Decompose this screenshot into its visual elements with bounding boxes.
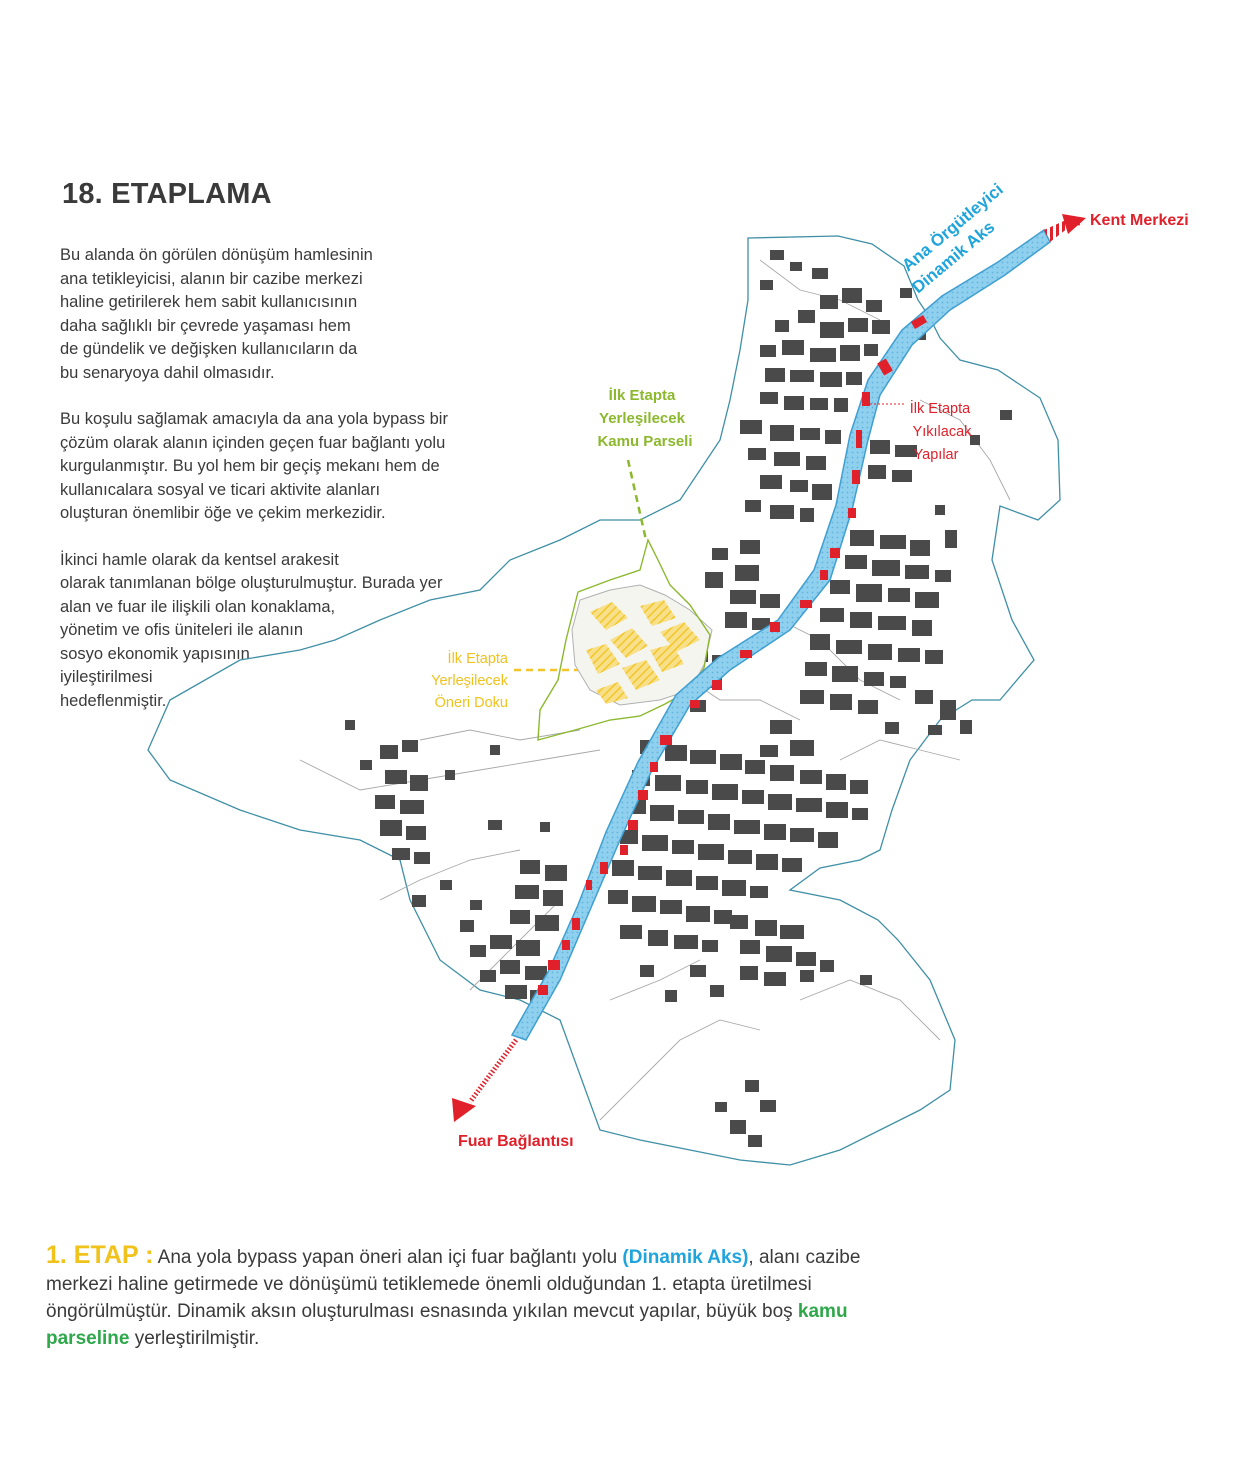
- intro-line: kullanıcalara sosyal ve ticari aktivite …: [60, 480, 381, 499]
- etap-description: 1. ETAP : Ana yola bypass yapan öneri al…: [46, 1242, 1006, 1352]
- intro-line: kurgulanmıştır. Bu yol hem bir geçiş mek…: [60, 457, 440, 475]
- etap-line-2: merkezi haline getirmede ve dönüşümü tet…: [46, 1274, 812, 1295]
- label-line: Yerleşilecek: [431, 673, 509, 689]
- intro-paragraph-1: Bu alanda ön görülen dönüşüm hamlesinin …: [60, 244, 530, 385]
- arrow-fuar-baglantisi: [452, 1038, 519, 1122]
- label-line: Kamu Parseli: [597, 433, 692, 450]
- label-oneri-doku: İlk Etapta Yerleşilecek Öneri Doku: [431, 649, 509, 711]
- dinamik-aks-highlight: (Dinamik Aks): [622, 1247, 749, 1268]
- leader-kamu-parseli: [626, 459, 648, 541]
- label-line: İlk Etapta: [910, 399, 971, 417]
- dynamic-axis: [510, 220, 1068, 1041]
- demolition-buildings: [538, 315, 928, 995]
- parseline-highlight: parseline: [46, 1328, 130, 1349]
- label-line: Yerleşilecek: [599, 410, 686, 427]
- etap-line-3: öngörülmüştür. Dinamik aksın oluşturulma…: [46, 1298, 1006, 1325]
- kamu-highlight: kamu: [797, 1301, 848, 1322]
- etap-line-1: 1. ETAP : Ana yola bypass yapan öneri al…: [46, 1242, 1006, 1271]
- page-title: 18. ETAPLAMA: [62, 178, 272, 210]
- building-blocks: [345, 250, 1012, 1147]
- label-line: Öneri Doku: [435, 693, 508, 711]
- intro-line: sosyo ekonomik yapısının: [60, 644, 250, 663]
- area-boundary: [147, 235, 1061, 1166]
- label-kamu-parseli: İlk Etapta Yerleşilecek Kamu Parseli: [597, 387, 692, 450]
- label-line: İlk Etapta: [609, 387, 676, 404]
- arrow-kent-merkezi: [1062, 214, 1086, 234]
- etap-text: öngörülmüştür. Dinamik aksın oluşturulma…: [46, 1301, 793, 1322]
- intro-line: Bu alanda ön görülen dönüşüm hamlesinin: [60, 246, 373, 264]
- intro-line: Bu koşulu sağlamak amacıyla da ana yola …: [60, 410, 448, 428]
- intro-line: olarak tanımlanan bölge oluşturulmuştur.…: [60, 574, 443, 592]
- intro-line: haline getirilerek hem sabit kullanıcısı…: [60, 293, 358, 311]
- intro-line: bu senaryoya dahil olmasıdır.: [60, 363, 275, 382]
- etap-text: Ana yola bypass yapan öneri alan içi fua…: [157, 1247, 618, 1268]
- proposed-tissue: [571, 584, 713, 706]
- intro-line: İkinci hamle olarak da kentsel arakesit: [60, 550, 339, 569]
- etap-label: 1. ETAP :: [46, 1241, 154, 1269]
- kamu-parseli-outline: [537, 538, 711, 741]
- label-line: Yıkılacak: [913, 424, 973, 440]
- label-line: İlk Etapta: [448, 649, 509, 667]
- label-yikilacak: İlk Etapta Yıkılacak Yapılar: [910, 399, 972, 463]
- label-fuar-baglantisi: Fuar Bağlantısı: [458, 1133, 574, 1150]
- intro-line: ana tetikleyicisi, alanın bir cazibe mer…: [60, 269, 363, 288]
- intro-text: Bu alanda ön görülen dönüşüm hamlesinin …: [60, 244, 530, 736]
- intro-paragraph-3: İkinci hamle olarak da kentsel arakesit …: [60, 549, 530, 714]
- intro-line: hedeflenmiştir.: [60, 691, 167, 710]
- intro-line: çözüm olarak alanın içinden geçen fuar b…: [60, 433, 446, 452]
- intro-line: iyileştirilmesi: [60, 668, 153, 686]
- intro-line: daha sağlıklı bir çevrede yaşaması hem: [60, 316, 351, 335]
- intro-line: oluşturan önemlibir öğe ve çekim merkezi…: [60, 504, 386, 522]
- intro-line: alan ve fuar ile ilişkili olan konaklama…: [60, 597, 336, 616]
- intro-paragraph-2: Bu koşulu sağlamak amacıyla da ana yola …: [60, 408, 530, 526]
- etap-text: , alanı cazibe: [748, 1247, 861, 1268]
- intro-line: yönetim ve ofis üniteleri ile alanın: [60, 621, 304, 639]
- label-kent-merkezi: Kent Merkezi: [1090, 212, 1189, 229]
- label-line: Yapılar: [914, 447, 959, 463]
- etap-text: yerleştirilmiştir.: [129, 1328, 260, 1349]
- etap-line-4: parseline yerleştirilmiştir.: [46, 1325, 1006, 1352]
- intro-line: de gündelik ve değişken kullanıcıların d…: [60, 340, 358, 358]
